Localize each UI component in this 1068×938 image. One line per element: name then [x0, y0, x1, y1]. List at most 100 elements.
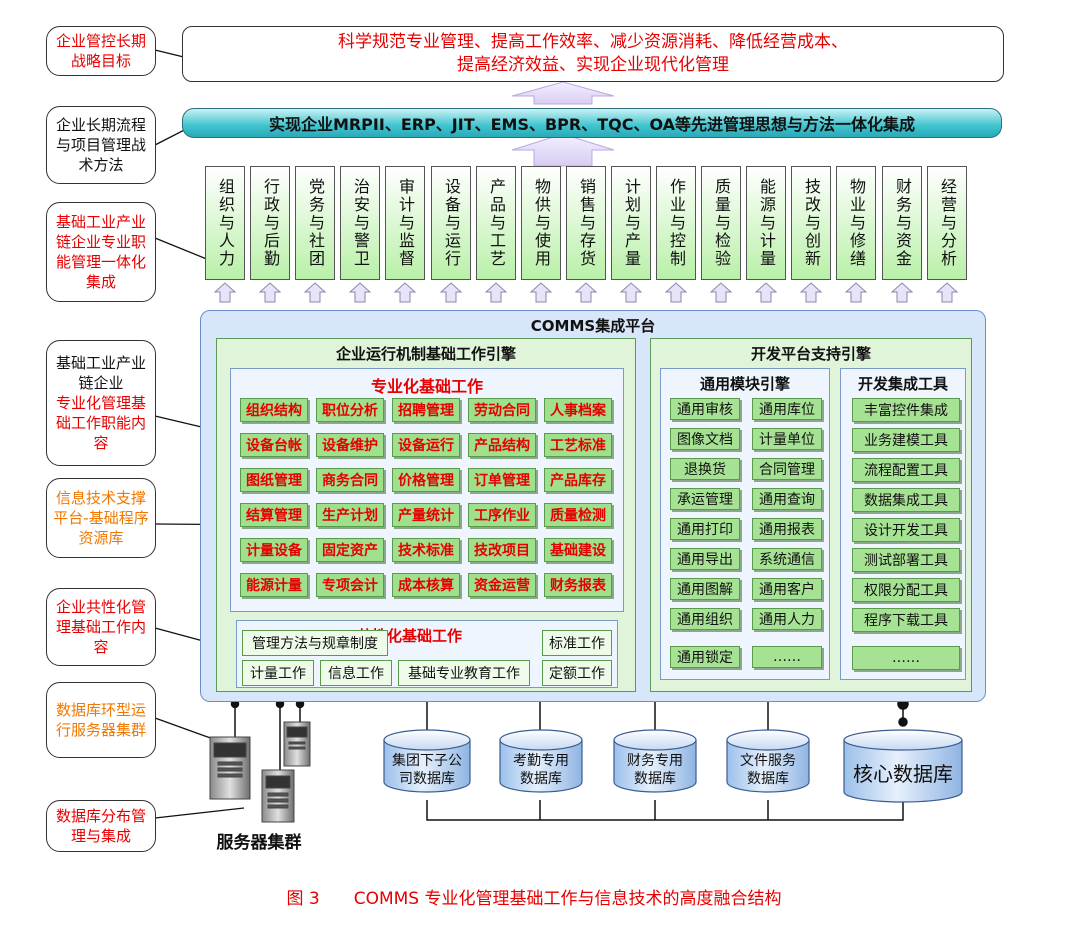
callout-industrial: 基础工业产业链企业专业职能管理一体化集成	[46, 202, 156, 302]
specialized-item: 设备运行	[392, 433, 460, 457]
common-item-quota: 定额工作	[542, 660, 612, 686]
tool-item: 程序下载工具	[852, 608, 960, 632]
up-arrow-band-icon	[511, 133, 615, 167]
function-box: 党务与社团	[295, 166, 335, 280]
database-icon	[843, 739, 963, 803]
common-item-standard: 标准工作	[542, 630, 612, 656]
callout-specialized-part1: 基础工业产业链企业	[55, 354, 146, 392]
function-box: 作业与控制	[656, 166, 696, 280]
specialized-item: 固定资产	[316, 538, 384, 562]
up-arrow-icon	[393, 282, 417, 303]
up-arrow-icon	[664, 282, 688, 303]
callout-strategy: 企业管控长期战略目标	[46, 26, 156, 76]
up-arrow-icon	[258, 282, 282, 303]
module-item: 图像文档	[670, 428, 740, 450]
callout-common: 企业共性化管理基础工作内容	[46, 588, 156, 666]
tool-item: 权限分配工具	[852, 578, 960, 602]
tool-item: 丰富控件集成	[852, 398, 960, 422]
callout-db-distribution: 数据库分布管理与集成	[46, 800, 156, 852]
tool-item: 流程配置工具	[852, 458, 960, 482]
database-top	[613, 729, 697, 751]
database-cylinders	[383, 729, 963, 803]
specialized-item: 职位分析	[316, 398, 384, 422]
function-box: 技改与创新	[791, 166, 831, 280]
specialized-item: 基础建设	[544, 538, 612, 562]
specialized-item: 能源计量	[240, 573, 308, 597]
specialized-item: 组织结构	[240, 398, 308, 422]
module-item: 通用查询	[752, 488, 822, 510]
db-label-line: 财务专用	[627, 753, 683, 769]
db-label-line: 文件服务	[740, 753, 796, 769]
specialized-item: 财务报表	[544, 573, 612, 597]
specialized-item: 技改项目	[468, 538, 536, 562]
callout-method: 企业长期流程与项目管理战术方法	[46, 106, 156, 184]
function-box: 计划与产量	[611, 166, 651, 280]
dev-title: 开发平台支持引擎	[750, 345, 871, 363]
module-item: 通用组织	[670, 608, 740, 630]
function-box: 经营与分析	[927, 166, 967, 280]
specialized-item: 图纸管理	[240, 468, 308, 492]
module-item: 通用报表	[752, 518, 822, 540]
up-arrow-icon	[439, 282, 463, 303]
function-box: 财务与资金	[882, 166, 922, 280]
module-title: 通用模块引擎	[699, 375, 790, 393]
up-arrow-icon	[890, 282, 914, 303]
module-item: 通用导出	[670, 548, 740, 570]
database-icon	[613, 739, 697, 793]
specialized-item: 资金运营	[468, 573, 536, 597]
tools-title: 开发集成工具	[857, 375, 948, 393]
server-icon	[209, 736, 251, 800]
up-arrow-icon	[574, 282, 598, 303]
db-label-line: 数据库	[747, 771, 789, 787]
function-box: 能源与计量	[746, 166, 786, 280]
module-item: 通用审核	[670, 398, 740, 420]
callout-specialized: 基础工业产业链企业 专业化管理基础工作职能内容	[46, 340, 156, 466]
module-item: 系统通信	[752, 548, 822, 570]
database-top	[843, 729, 963, 751]
specialized-item: 计量设备	[240, 538, 308, 562]
figure-caption: 图 3 COMMS 专业化管理基础工作与信息技术的高度融合结构	[286, 889, 782, 909]
specialized-item: 价格管理	[392, 468, 460, 492]
db-attendance: 考勤专用 数据库	[500, 748, 582, 792]
callout-specialized-part2: 专业化管理基础工作职能内容	[55, 394, 146, 452]
common-item-info: 信息工作	[320, 660, 392, 686]
specialized-item: 订单管理	[468, 468, 536, 492]
function-box: 设备与运行	[431, 166, 471, 280]
server-icon	[283, 721, 311, 767]
module-item: 通用打印	[670, 518, 740, 540]
module-item: 通用锁定	[670, 646, 740, 668]
specialized-item: 产量统计	[392, 503, 460, 527]
specialized-item: 成本核算	[392, 573, 460, 597]
database-icon	[499, 739, 583, 793]
db-file-service: 文件服务 数据库	[727, 748, 809, 792]
db-label-line: 考勤专用	[513, 753, 569, 769]
database-icon	[726, 739, 810, 793]
db-label-line: 数据库	[634, 771, 676, 787]
module-item: 承运管理	[670, 488, 740, 510]
database-icon	[383, 739, 471, 793]
server-icon	[261, 769, 295, 823]
up-arrow-icon	[709, 282, 733, 303]
up-arrow-icon	[303, 282, 327, 303]
database-top	[499, 729, 583, 751]
specialized-item: 质量检测	[544, 503, 612, 527]
goal-line-1: 科学规范专业管理、提高工作效率、减少资源消耗、降低经营成本、	[338, 32, 848, 52]
up-arrow-icon	[844, 282, 868, 303]
function-box: 销售与存货	[566, 166, 606, 280]
function-box: 行政与后勤	[250, 166, 290, 280]
specialized-item: 设备维护	[316, 433, 384, 457]
db-finance: 财务专用 数据库	[614, 748, 696, 792]
function-box: 质量与检验	[701, 166, 741, 280]
common-item-methods: 管理方法与规章制度	[242, 630, 388, 656]
specialized-item: 劳动合同	[468, 398, 536, 422]
db-label-line: 司数据库	[399, 771, 455, 787]
specialized-item: 人事档案	[544, 398, 612, 422]
module-item: 通用人力	[752, 608, 822, 630]
goal-line-2: 提高经济效益、实现企业现代化管理	[457, 55, 729, 75]
function-box: 物供与使用	[521, 166, 561, 280]
specialized-item: 产品库存	[544, 468, 612, 492]
function-box: 产品与工艺	[476, 166, 516, 280]
tool-item: ……	[852, 646, 960, 670]
up-arrow-icon	[799, 282, 823, 303]
up-arrow-icon	[484, 282, 508, 303]
